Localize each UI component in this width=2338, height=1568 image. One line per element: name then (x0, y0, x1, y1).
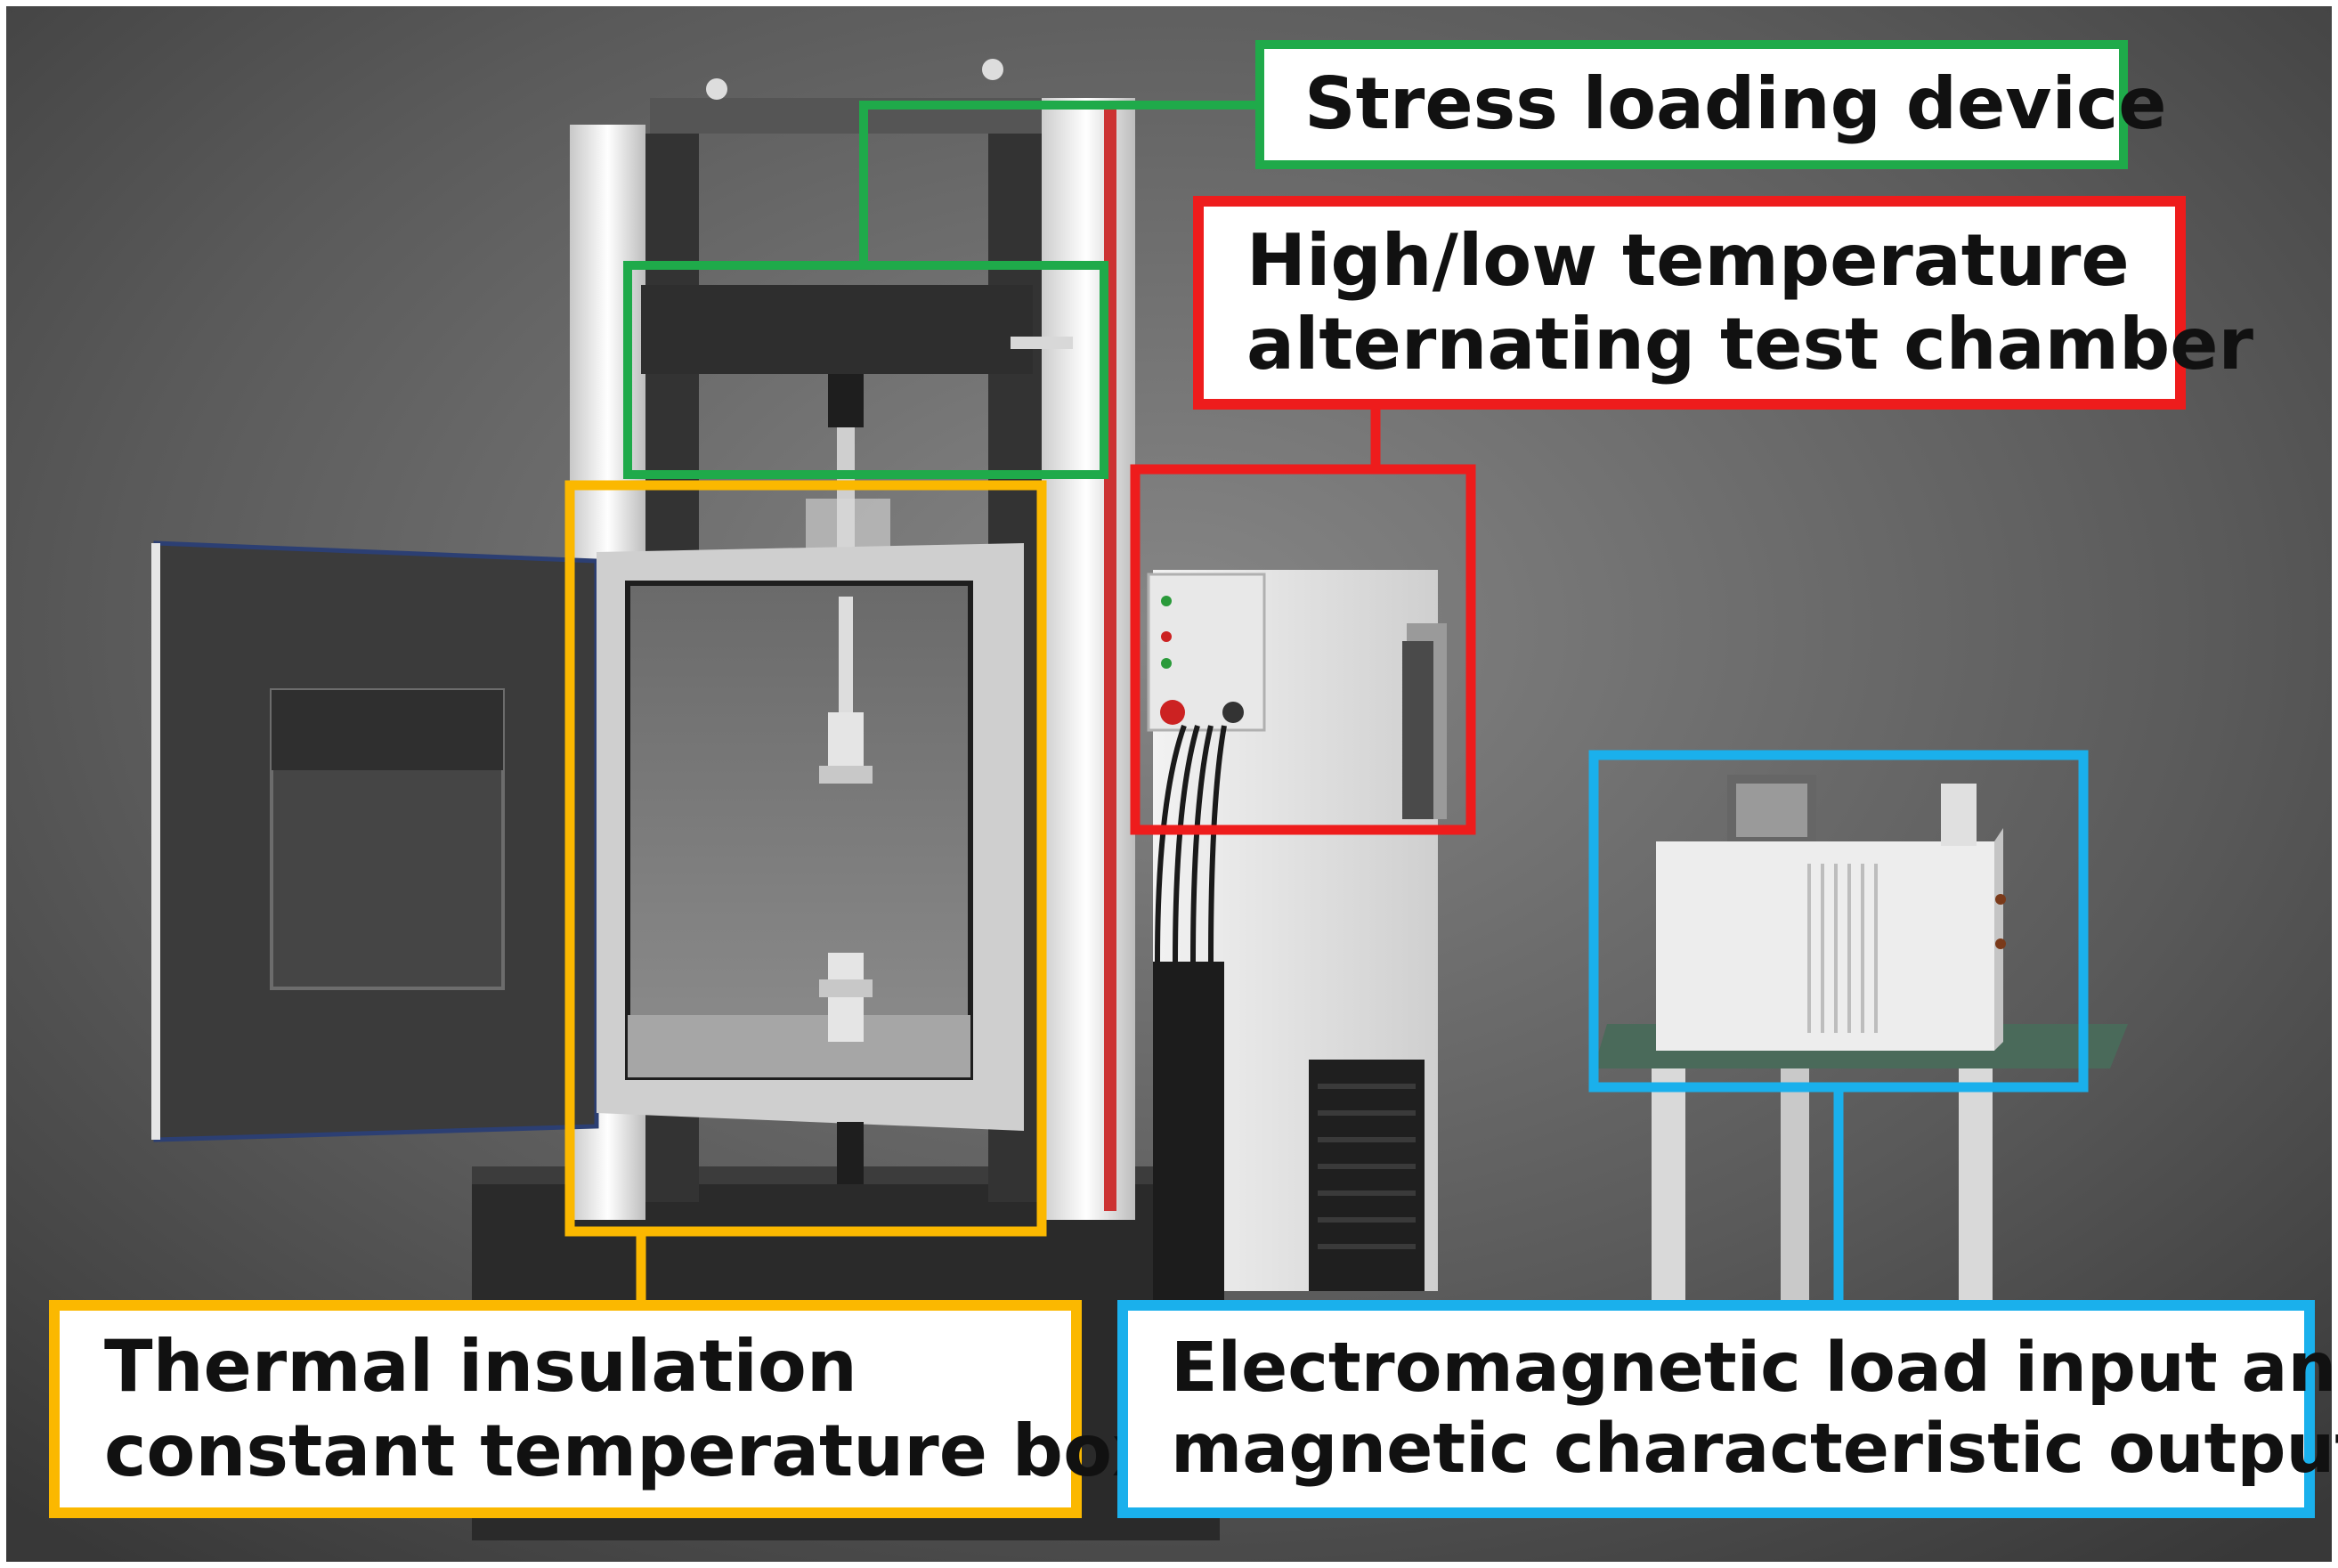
stress-loading-outline (623, 101, 1255, 479)
temperature-chamber-render (1147, 570, 1447, 1300)
electromagnetic-outline (1588, 750, 2089, 1300)
electromagnetic-module-render (1594, 775, 2128, 1478)
label-line: constant temperature box (104, 1409, 1158, 1492)
chamber-door (151, 540, 599, 1142)
label-electromagnetic: Electromagnetic load input and magnetic … (1117, 1300, 2338, 1518)
label-temperature-chamber: High/low temperature alternating test ch… (1193, 196, 2253, 410)
insulation-box-outline (564, 480, 1047, 1300)
label-line: Electromagnetic load input and (1171, 1328, 2338, 1408)
label-line: Stress loading device (1304, 62, 2167, 146)
label-line: alternating test chamber (1246, 303, 2253, 386)
label-insulation-box: Thermal insulation constant temperature … (49, 1300, 1158, 1518)
label-line: Thermal insulation (104, 1325, 857, 1409)
temperature-chamber-outline (1130, 410, 1476, 835)
label-line: High/low temperature (1246, 218, 2130, 302)
label-line: magnetic characteristic output (1171, 1409, 2338, 1489)
insulation-box-render (597, 543, 1024, 1184)
label-stress-loading-device: Stress loading device (1255, 40, 2167, 169)
